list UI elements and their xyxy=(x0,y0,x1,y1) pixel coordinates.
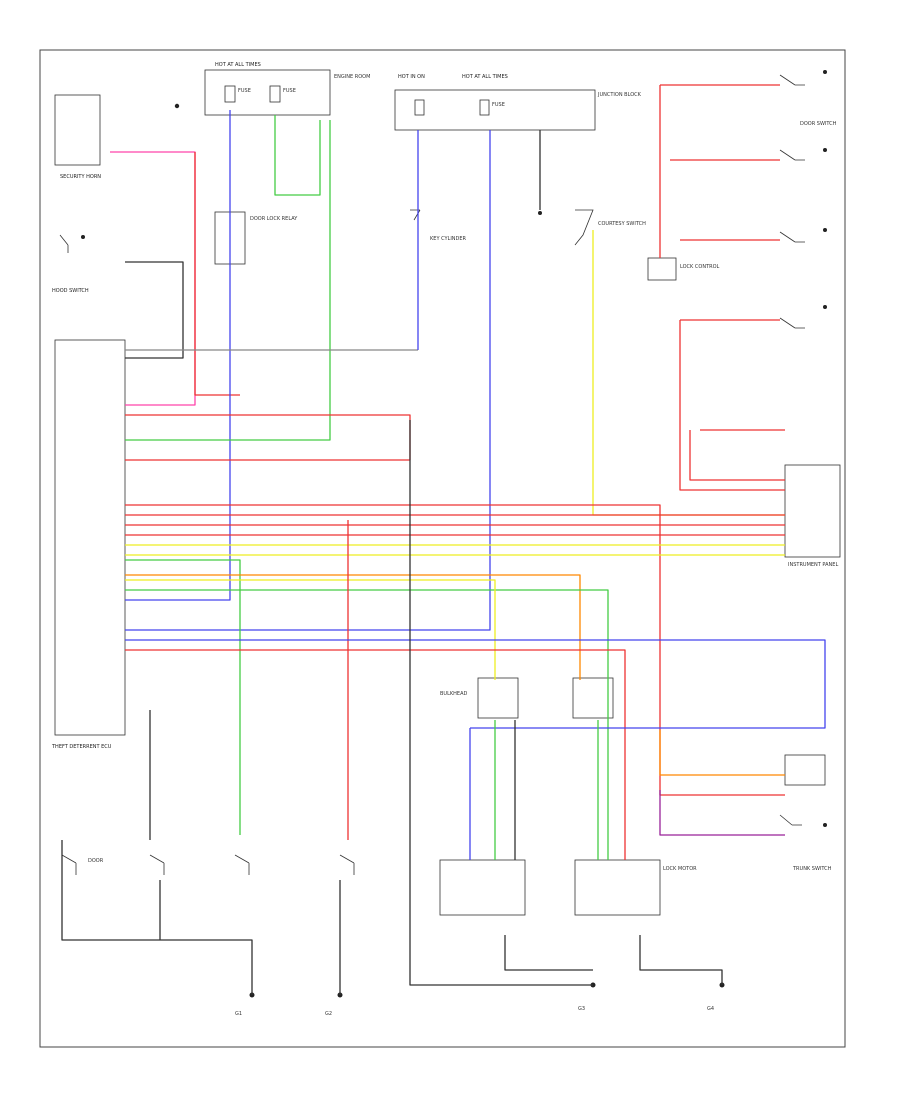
key-cylinder-label: KEY CYLINDER xyxy=(430,236,467,242)
lock-control-connector xyxy=(647,257,677,281)
lock-motor-right xyxy=(574,859,661,916)
wire-green-4 xyxy=(125,120,331,441)
lock-motor-label: LOCK MOTOR xyxy=(663,866,697,872)
bottom-door-switches xyxy=(61,854,355,875)
combination-meter xyxy=(784,464,841,558)
lock-control-label: LOCK CONTROL xyxy=(680,264,720,270)
wire-purple-39 xyxy=(659,790,785,836)
wire-black-46 xyxy=(639,935,723,985)
ground-d-label: G4 xyxy=(707,1006,714,1012)
hot-acc-label: HOT AT ALL TIMES xyxy=(462,74,508,80)
hood-switch-label: HOOD SWITCH xyxy=(52,288,89,294)
bottom-label: DOOR xyxy=(88,858,104,864)
wire-yellow-29 xyxy=(125,579,496,680)
wire-red-16 xyxy=(679,320,785,491)
theft-deterrent-ecu xyxy=(54,339,126,736)
ground-b-label: G2 xyxy=(325,1011,332,1017)
wire-red-25 xyxy=(125,414,411,461)
wire-red-1 xyxy=(194,152,240,396)
wire-green-3 xyxy=(274,115,321,196)
bulkhead-left xyxy=(477,677,519,719)
courtesy-switch-label: COURTESY SWITCH xyxy=(598,221,646,227)
lock-motor-left xyxy=(439,859,526,916)
fuse-d xyxy=(479,99,490,116)
door-lock-relay-label: DOOR LOCK RELAY xyxy=(250,216,298,222)
ground-symbol-courtesy xyxy=(538,211,542,215)
wire-blue-8 xyxy=(125,130,491,631)
bulkhead-right xyxy=(572,677,614,719)
wire-pink-0 xyxy=(110,151,196,406)
wire-black-41 xyxy=(61,840,253,995)
engine-fuse-block xyxy=(204,69,331,116)
ground-a-label: G1 xyxy=(235,1011,242,1017)
ground-symbol-hood xyxy=(81,235,85,239)
bulkhead-label: BULKHEAD xyxy=(440,691,467,697)
fuse-a-label: FUSE xyxy=(238,88,251,94)
wire-blue-32 xyxy=(125,639,826,729)
ground-c-label: G3 xyxy=(578,1006,585,1012)
lock-switch-right xyxy=(784,754,826,786)
fuse-b xyxy=(269,85,281,103)
wire-orange-38 xyxy=(659,730,785,776)
wire-black-5 xyxy=(125,261,184,359)
wire-red-17 xyxy=(689,430,785,481)
ground-symbol-horn xyxy=(174,103,180,109)
right-door-switches xyxy=(779,70,827,329)
security-horn xyxy=(54,94,101,166)
junction-block xyxy=(394,89,596,131)
engine-fuse-block-label: HOT AT ALL TIMES xyxy=(215,62,261,68)
instrument-panel-label: INSTRUMENT PANEL xyxy=(788,562,838,568)
fuse-a xyxy=(224,85,236,103)
hood-switch xyxy=(59,234,69,253)
trunk-switch-label: TRUNK SWITCH xyxy=(792,866,832,872)
hot-run-label: HOT IN ON xyxy=(398,74,425,80)
wire-green-28 xyxy=(125,589,609,860)
engine-room-label: ENGINE ROOM xyxy=(334,74,370,80)
wire-green-26 xyxy=(125,559,241,835)
ground-symbol-trunk xyxy=(823,823,827,827)
door-switch-label: DOOR SWITCH xyxy=(800,121,837,127)
fuse-c-label: FUSE xyxy=(492,102,505,108)
fuse-c xyxy=(414,99,425,116)
wire-yellow-10 xyxy=(592,230,785,516)
security-horn-label: SECURITY HORN xyxy=(60,174,101,180)
wire-black-45 xyxy=(504,935,593,971)
fuse-b-label: FUSE xyxy=(283,88,296,94)
courtesy-switch xyxy=(574,209,594,246)
wire-orange-27 xyxy=(125,574,581,680)
wires xyxy=(61,84,826,995)
diagram-frame xyxy=(39,49,846,1048)
wire-red-31 xyxy=(125,649,626,860)
theft-ecu-label: THEFT DETERRENT ECU xyxy=(51,744,112,750)
wire-black-44 xyxy=(409,420,593,986)
junction-label: JUNCTION BLOCK xyxy=(597,92,642,98)
wire-red-19 xyxy=(125,504,785,796)
wire-blue-2 xyxy=(125,110,231,601)
trunk-switch xyxy=(779,814,802,826)
